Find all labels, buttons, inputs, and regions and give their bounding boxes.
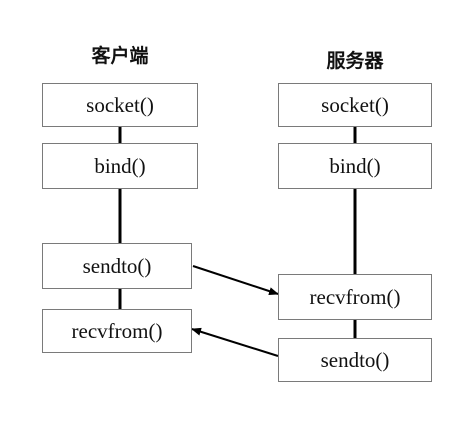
server-sendto-box: sendto() (278, 338, 432, 382)
arrow-server-sendto-to-client-recvfrom (191, 327, 279, 357)
client-sendto-box: sendto() (42, 243, 192, 289)
client-recvfrom-box: recvfrom() (42, 309, 192, 353)
client-bind-box: bind() (42, 143, 198, 189)
arrow-client-sendto-to-server-recvfrom (192, 265, 279, 295)
client-column-title: 客户端 (91, 45, 149, 67)
server-bind-box: bind() (278, 143, 432, 189)
client-socket-box: socket() (42, 83, 198, 127)
server-column-title: 服务器 (326, 50, 384, 72)
server-recvfrom-box: recvfrom() (278, 274, 432, 320)
server-socket-box: socket() (278, 83, 432, 127)
